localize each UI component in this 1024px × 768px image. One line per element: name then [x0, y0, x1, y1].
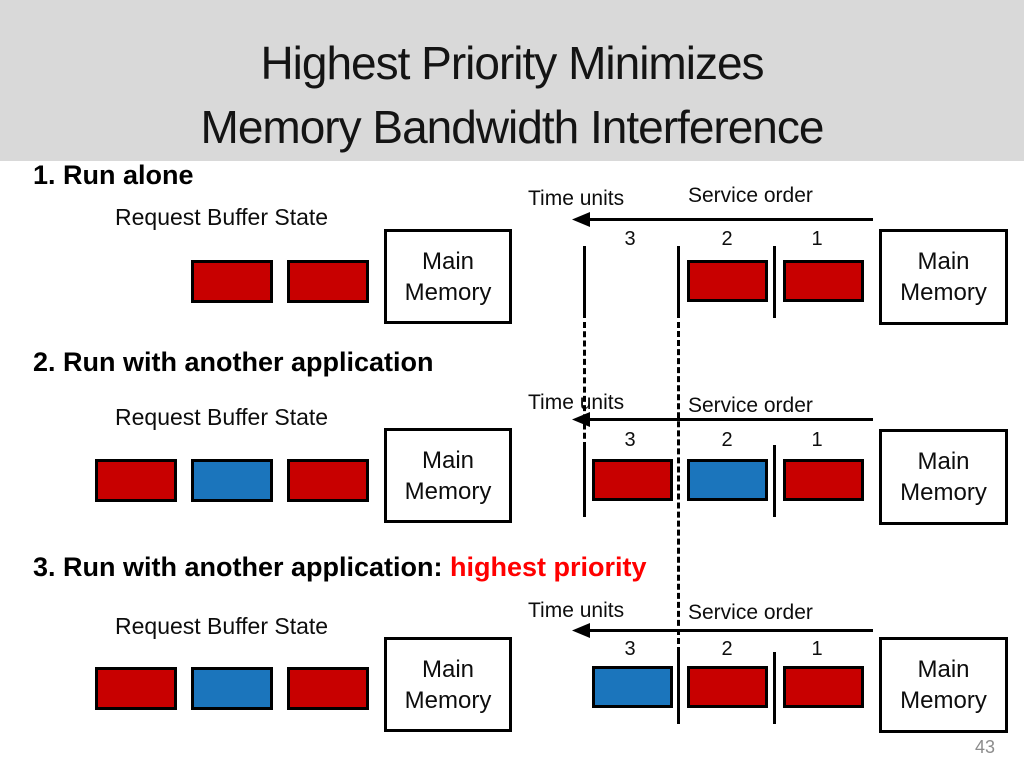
time-units-label: Time units — [528, 599, 625, 622]
request-box — [191, 260, 273, 303]
tick-mark — [677, 246, 680, 318]
dashed-connector-line — [583, 322, 586, 448]
tick-mark — [773, 246, 776, 318]
left-arrow-icon — [572, 212, 873, 227]
slide-title-line-2: Memory Bandwidth Interference — [200, 101, 825, 153]
slot-number-2: 2 — [721, 429, 733, 451]
service-order-label: Service order — [688, 601, 813, 624]
page-number: 43 — [975, 737, 996, 757]
slot-number-1: 1 — [811, 228, 823, 250]
main-memory-box-left: Main Memory — [384, 428, 512, 523]
slot-number-1: 1 — [811, 638, 823, 660]
request-box — [191, 459, 273, 502]
service-box — [783, 260, 864, 302]
slot-number-2: 2 — [721, 638, 733, 660]
service-box — [592, 459, 673, 501]
service-box — [783, 666, 864, 708]
slot-number-2: 2 — [721, 228, 733, 250]
section-1-heading: 1. Run alone — [33, 160, 194, 190]
highest-priority-highlight: highest priority — [450, 552, 647, 582]
tick-mark — [677, 652, 680, 724]
service-box — [687, 666, 768, 708]
main-memory-box-right: Main Memory — [879, 637, 1008, 733]
service-order-label: Service order — [688, 184, 813, 207]
left-arrow-icon — [572, 412, 873, 427]
service-box — [687, 260, 768, 302]
service-box — [687, 459, 768, 501]
slot-number-1: 1 — [811, 429, 823, 451]
main-memory-box-left: Main Memory — [384, 229, 512, 324]
service-order-label: Service order — [688, 394, 813, 417]
request-box — [287, 667, 369, 710]
slide-title-line-1: Highest Priority Minimizes — [260, 37, 764, 89]
time-units-label: Time units — [528, 391, 625, 414]
request-box — [95, 459, 177, 502]
request-buffer-state-label: Request Buffer State — [115, 204, 329, 230]
slot-number-3: 3 — [624, 429, 636, 451]
tick-mark — [773, 652, 776, 724]
request-buffer-state-label: Request Buffer State — [115, 404, 329, 430]
tick-mark — [583, 246, 586, 318]
left-arrow-icon — [572, 623, 873, 638]
request-box — [287, 459, 369, 502]
slot-number-3: 3 — [624, 638, 636, 660]
service-box — [592, 666, 673, 708]
service-box — [783, 459, 864, 501]
request-box — [191, 667, 273, 710]
request-box — [95, 667, 177, 710]
main-memory-box-right: Main Memory — [879, 229, 1008, 325]
main-memory-box-left: Main Memory — [384, 637, 512, 732]
tick-mark — [583, 445, 586, 517]
dashed-connector-line — [677, 322, 680, 653]
request-buffer-state-label: Request Buffer State — [115, 613, 329, 639]
title-band — [0, 0, 1024, 161]
section-2-heading: 2. Run with another application — [33, 347, 434, 377]
time-units-label: Time units — [528, 187, 625, 210]
main-memory-box-right: Main Memory — [879, 429, 1008, 525]
request-box — [287, 260, 369, 303]
tick-mark — [773, 445, 776, 517]
slot-number-3: 3 — [624, 228, 636, 250]
section-3-heading: 3. Run with another application: highest… — [33, 552, 647, 582]
